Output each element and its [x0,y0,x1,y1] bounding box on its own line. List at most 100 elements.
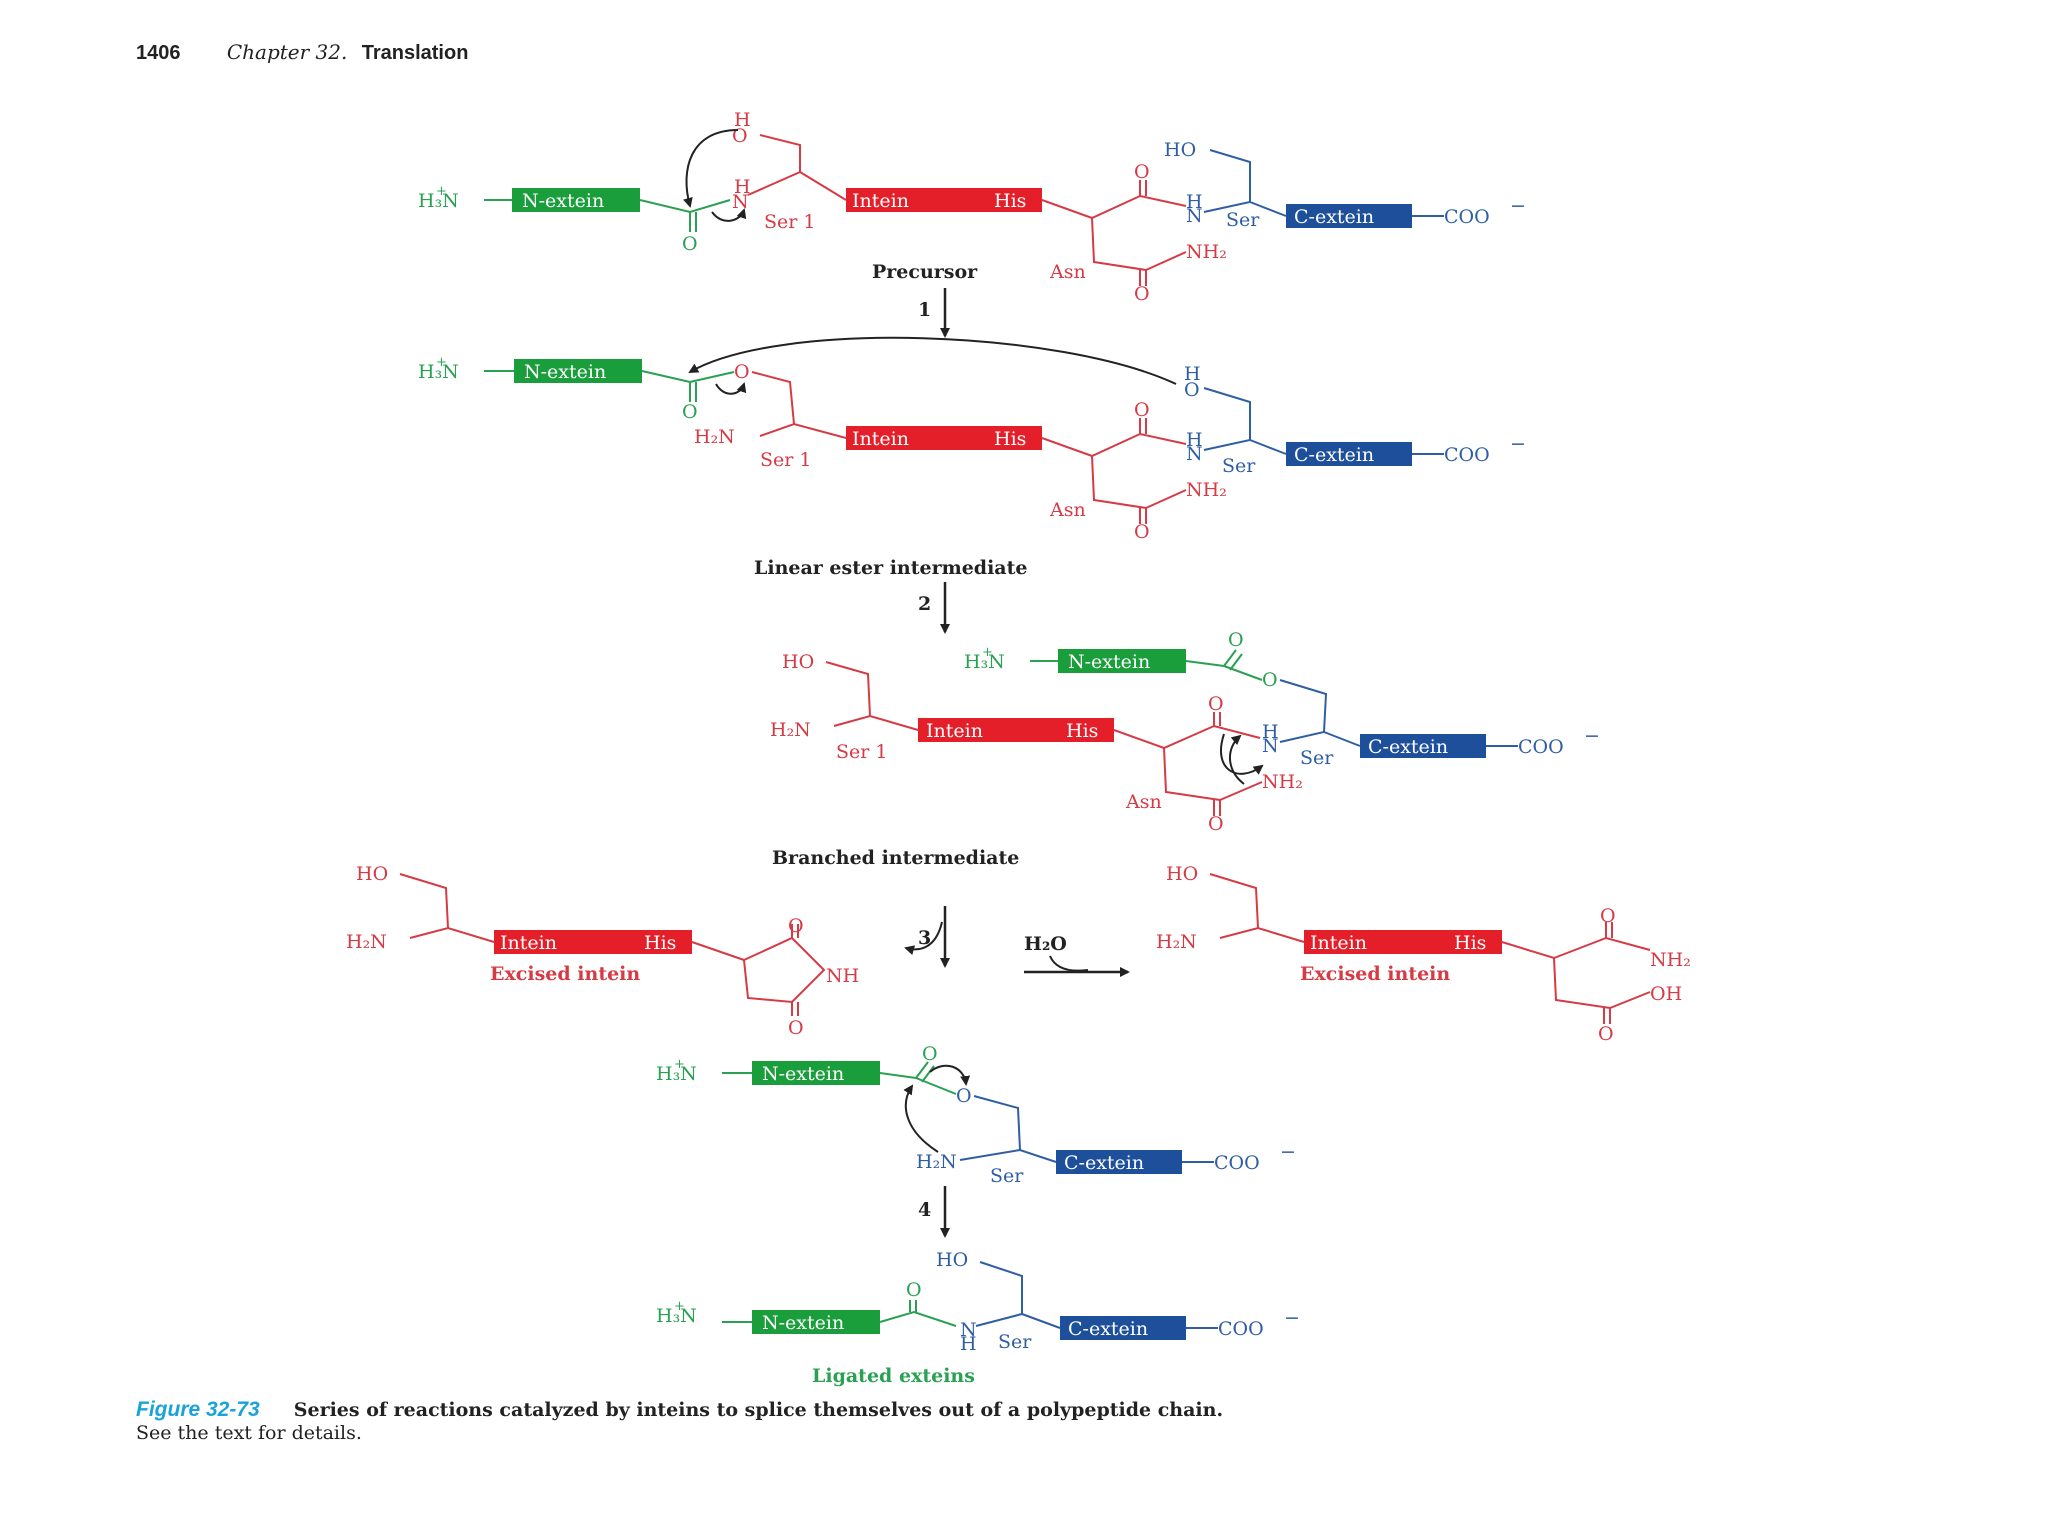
asn-carbonyl-o: O [1134,161,1150,183]
h3n-label: H₃N [418,190,459,212]
n-extein-label-6: N-extein [762,1063,844,1085]
n-extein-label: N-extein [522,190,604,212]
intein-label-4: Intein [500,932,557,954]
asn-nh2: NH₂ [1186,241,1227,263]
ser-ho-5: HO [1166,863,1198,885]
ser1-label-2: Ser 1 [760,449,811,471]
his-label-4: His [644,932,676,954]
asn-carbonyl-o-3: O [1208,693,1224,715]
c-ser-label-3: Ser [1300,747,1334,769]
c-ser-n: N [1186,205,1203,227]
chapter-label: Chapter 32. [226,40,348,64]
c-ser-n-3: N [1262,735,1279,757]
n-extein-label-7: N-extein [762,1312,844,1334]
plus-sign-3: + [982,645,993,660]
carbonyl-o: O [682,233,698,255]
his-label: His [994,190,1026,212]
figure-number: Figure 32-73 [136,1398,260,1421]
ser-ho-3: HO [782,651,814,673]
ligated-amide-h: H [960,1333,977,1355]
coo-minus-6: − [1280,1141,1296,1163]
c-extein-box-3 [1360,734,1486,758]
succinimide-o-top: O [788,915,804,937]
precursor-structure: H₃N + N-extein O H N H O Ser 1 Intein Hi… [418,109,1526,305]
linear-ester-structure: H₃N + N-extein O O H₂N Ser 1 Intein His … [418,336,1526,543]
n-extein-box [512,188,640,212]
his-label-2: His [994,428,1026,450]
c-ser-ho: HO [1164,139,1196,161]
amide-carbonyl-o-7: O [906,1279,922,1301]
coo-minus: − [1510,195,1526,217]
stage-ligated: Ligated exteins [812,1365,975,1387]
h2n-label-2: H₂N [694,426,735,448]
excised-intein-succinimide: HO H₂N Intein His Excised intein O O NH [346,863,859,1039]
amide-h: H [734,176,751,198]
step-3: 3 [918,927,931,949]
intein-box-2 [846,426,1042,450]
c-extein-label-2: C-extein [1294,444,1374,466]
c-ser-label: Ser [1226,209,1260,231]
excised-intein-label: Excised intein [490,963,640,985]
ligated-exteins-structure: H₃N + O N-extein N H HO Ser C-extein COO… [656,1249,1300,1387]
ester-o: O [734,361,750,383]
c-extein-box-2 [1286,442,1412,466]
ester-o-6: O [956,1085,972,1107]
page-number: 1406 [136,42,181,64]
h3n-label-7: H₃N [656,1305,697,1327]
coo-label-2: COO [1444,444,1490,466]
c-ser-label-7: Ser [998,1331,1032,1353]
coo-minus-3: − [1584,725,1600,747]
intein-box [846,188,1042,212]
n-extein-box-6 [752,1061,880,1085]
c-extein-box [1286,204,1412,228]
c-ser-h-2: H [1186,429,1203,451]
chapter-title: Translation [361,42,469,64]
step-4: 4 [918,1199,931,1221]
intein-label-5: Intein [1310,932,1367,954]
c-extein-box-6 [1056,1150,1182,1174]
c-ser-oh-h: H [1184,363,1201,385]
c-extein-label-7: C-extein [1068,1318,1148,1340]
step-2: 2 [918,593,931,615]
asn-carbonyl-o-2: O [1134,399,1150,421]
c-ser-n-2: N [1186,443,1203,465]
h3n-label-2: H₃N [418,361,459,383]
ser-hydroxyl-h: H [734,109,751,131]
n-extein-label-2: N-extein [524,361,606,383]
asn-label-2: Asn [1049,499,1086,521]
coo-minus-2: − [1510,433,1526,455]
ester-exteins-structure: H₃N + O N-extein O H₂N Ser C-extein COO … [656,1043,1296,1187]
intein-box-4 [494,930,692,954]
branch-ester-o: O [1262,669,1278,691]
water-label: H₂O [1024,933,1067,955]
excised-intein-label-2: Excised intein [1300,963,1450,985]
asn-nh2-2: NH₂ [1186,479,1227,501]
intein-label-2: Intein [852,428,909,450]
ester-carbonyl-o: O [682,401,698,423]
h2n-label-6: H₂N [916,1151,957,1173]
his-label-5: His [1454,932,1486,954]
coo-label-3: COO [1518,736,1564,758]
n-extein-box-2 [514,359,642,383]
stage-precursor: Precursor [872,261,978,283]
c-extein-box-7 [1060,1316,1186,1340]
asn-side-o: O [1134,283,1150,305]
asn-side-o-2: O [1134,521,1150,543]
asn-side-o-3: O [1208,813,1224,835]
coo-label-7: COO [1218,1318,1264,1340]
hydrolyzed-o-top: O [1600,905,1616,927]
coo-label: COO [1444,206,1490,228]
ligated-amide-n: N [960,1319,977,1341]
ligated-ser-ho: HO [936,1249,968,1271]
plus-sign-6: + [674,1057,685,1072]
asn-label: Asn [1049,261,1086,283]
stage-linear-ester: Linear ester intermediate [754,557,1027,579]
c-ser-h: H [1186,191,1203,213]
intein-box-5 [1304,930,1502,954]
ser-hydroxyl-o: O [732,125,748,147]
succinimide-nh: NH [826,965,859,987]
intein-label-3: Intein [926,720,983,742]
h2n-label-5: H₂N [1156,931,1197,953]
stage-branched: Branched intermediate [772,847,1019,869]
n-extein-box-3 [1058,649,1186,673]
